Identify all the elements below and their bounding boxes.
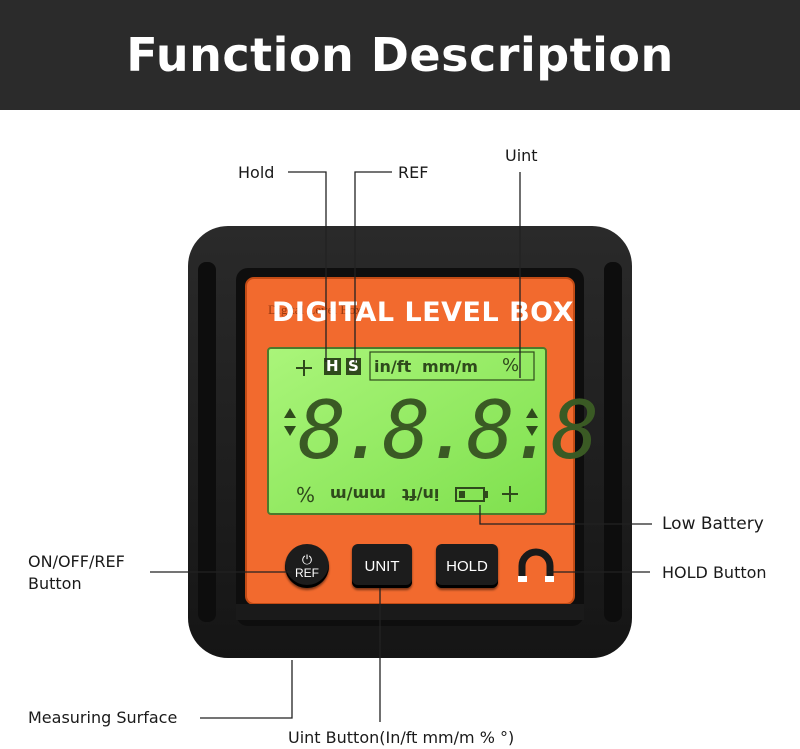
callout-on-off-ref-line1: ON/OFF/REF <box>28 552 125 571</box>
callout-unit: Uint <box>505 146 538 165</box>
lcd-mmm-indicator: mm/m <box>422 357 478 376</box>
lcd-percent-indicator: % <box>502 355 520 376</box>
callout-ref: REF <box>398 163 429 182</box>
unit-button[interactable]: UNIT <box>352 544 412 588</box>
power-icon: ⏻ <box>301 551 313 567</box>
page-title: Function Description <box>126 28 674 82</box>
magnet-icon <box>518 548 554 582</box>
callout-hold-button: HOLD Button <box>662 563 767 582</box>
measuring-surface-edge <box>236 604 584 620</box>
callout-unit-button: Uint Button(In/ft mm/m % °) <box>288 728 515 747</box>
header-banner: Function Description <box>0 0 800 110</box>
power-button-label: REF <box>295 565 319 580</box>
brand-ghost-text: Digital Level Box <box>268 302 362 317</box>
lcd-hold-indicator: H <box>324 357 341 375</box>
power-ref-button[interactable]: ⏻ REF <box>285 544 329 588</box>
lcd-inft-indicator: in/ft <box>374 357 412 376</box>
callout-hold: Hold <box>238 163 275 182</box>
callout-measuring-surface: Measuring Surface <box>28 708 178 727</box>
brand-text: DIGITAL LEVEL BOX <box>272 297 574 328</box>
hold-button[interactable]: HOLD <box>436 544 498 588</box>
callout-low-battery: Low Battery <box>662 514 764 534</box>
lcd-ref-indicator: S <box>346 357 361 375</box>
callout-on-off-ref-line2: Button <box>28 574 82 593</box>
lcd-digits: 8.8.8.8 <box>298 384 599 477</box>
lcd-screen <box>267 347 547 515</box>
